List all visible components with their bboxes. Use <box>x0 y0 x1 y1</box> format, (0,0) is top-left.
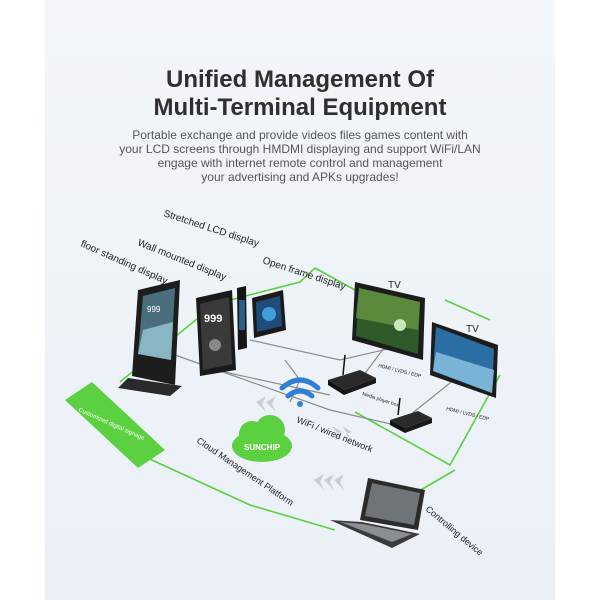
label-wifi-network: WiFi / wired network <box>295 415 374 455</box>
tv-2 <box>430 322 498 398</box>
open-frame-display <box>252 290 286 338</box>
label-tv-2: TV <box>466 324 479 335</box>
description: Portable exchange and provide videos fil… <box>60 128 540 184</box>
floor-standing-display: 999 <box>118 280 182 396</box>
router-icon <box>328 354 376 395</box>
description-line: engage with internet remote control and … <box>157 156 443 170</box>
stretched-lcd-display <box>237 286 247 350</box>
signage-banner: Customized digital signage <box>65 382 165 468</box>
label-controlling-device: Controlling device <box>424 504 485 558</box>
description-line: your advertising and APKs upgrades! <box>201 170 399 184</box>
laptop-icon <box>330 478 425 548</box>
title-line-1: Unified Management Of <box>165 66 435 93</box>
cloud-icon: SUNCHIP <box>232 415 292 462</box>
label-tv-1: TV <box>388 280 401 291</box>
floor-screen-text: 999 <box>147 305 161 314</box>
cloud-logo-text: SUNCHIP <box>244 443 281 452</box>
label-stretched-lcd: Stretched LCD display <box>162 208 260 249</box>
tv-1 <box>352 282 425 360</box>
description-line: your LCD screens through HMDMI displayin… <box>119 142 481 156</box>
router-icon <box>390 397 432 433</box>
chevron-arrows <box>256 396 352 490</box>
background-panel <box>45 0 555 600</box>
label-hdmi-1: HDMI / LVDS / EDP <box>378 363 423 380</box>
label-hdmi-2: HDMI / LVDS / EDP <box>446 406 491 423</box>
wifi-icon <box>279 377 321 407</box>
wall-mounted-display: 999 <box>196 290 236 376</box>
description-line: Portable exchange and provide videos fil… <box>132 128 468 142</box>
label-open-frame: Open frame display <box>261 255 347 292</box>
label-media-box: Media player box <box>361 391 400 409</box>
wall-screen-text: 999 <box>204 313 222 325</box>
title-line-2: Multi-Terminal Equipment <box>153 94 447 121</box>
